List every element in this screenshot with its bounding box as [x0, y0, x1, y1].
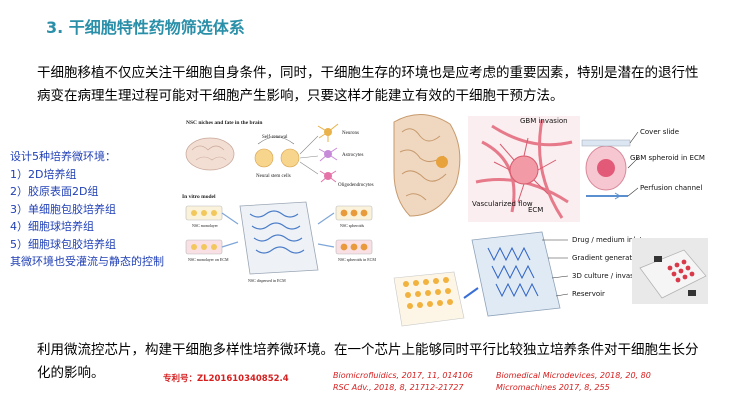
list-heading: 设计5种培养微环境： — [10, 150, 116, 163]
neural-stem-cells-label: Neural stem cells — [256, 174, 291, 179]
reservoir-label: Reservoir — [572, 290, 605, 298]
nsc-spheroids-ecm-label: NSC spheroids in ECM — [338, 257, 376, 262]
vascularized-flow-label: Vascularized flow — [472, 200, 533, 208]
brain-icon — [185, 137, 235, 171]
nsc-spheroids-label: NSC spheroids — [340, 223, 365, 228]
neuron-icon — [317, 123, 339, 142]
gradient-chip-figure: Drug / medium inlets Gradient generator … — [393, 231, 708, 327]
culture-array-label: 3D culture / invasive array — [572, 272, 665, 280]
reference-citation: Biomicrofluidics, 2017, 11, 014106 — [333, 371, 473, 380]
reference-citation: RSC Adv., 2018, 8, 21712-21727 — [333, 383, 464, 392]
gbm-invasion-figure: GBM invasion Vascularized flow ECM Cover… — [393, 114, 705, 222]
fig1-header: NSC niches and fate in the brain — [186, 120, 262, 126]
spheroid-ecm-dish — [335, 239, 373, 255]
oligodendrocyte-icon — [319, 170, 337, 183]
list-note: 其微环境也受灌流与静态的控制 — [10, 255, 164, 268]
monolayer-dish — [185, 205, 223, 221]
drug-inlets-label: Drug / medium inlets — [572, 236, 646, 244]
nsc-monolayer-ecm-label: NSC monolayer on ECM — [188, 257, 229, 262]
summary-paragraph: 利用微流控芯片，构建干细胞多样性培养微环境。在一个芯片上能够同时平行比较独立培养… — [37, 342, 699, 381]
oligodendrocytes-label: Oligodendrocytes — [338, 183, 374, 188]
gbm-spheroid-label: GBM spheroid in ECM — [630, 154, 705, 162]
gbm-invasion-image — [468, 116, 580, 222]
reference-citation: Micromachines 2017, 8, 255 — [496, 383, 610, 392]
neurons-label: Neurons — [342, 131, 359, 136]
in-vitro-label: In vitro model — [182, 194, 216, 200]
gbm-chip-diagram — [581, 131, 639, 200]
nsc-dispersed-label: NSC dispersed in ECM — [248, 278, 286, 283]
intro-paragraph: 干细胞移植不仅应关注干细胞自身条件，同时，干细胞生存的环境也是应考虑的重要因素，… — [37, 65, 699, 104]
list-item: 3）单细胞包胶培养组 — [10, 202, 116, 216]
spheroid-dish — [335, 205, 373, 221]
perfusion-channel-label: Perfusion channel — [640, 184, 702, 192]
astrocyte-icon — [318, 147, 338, 162]
ecm-label: ECM — [528, 206, 543, 214]
gradient-generator-label: Gradient generator — [572, 254, 639, 262]
reference-citation: Biomedical Microdevices, 2018, 20, 80 — [496, 371, 651, 380]
patent-number: 专利号：ZL201610340852.4 — [163, 374, 289, 384]
nsc-niche-figure: NSC niches and fate in the brain Self-re… — [182, 120, 376, 283]
brain-section-image — [393, 114, 461, 217]
gradient-chip-image — [471, 231, 561, 317]
culture-conditions-list: 设计5种培养微环境： 1）2D培养组 2）胶原表面2D组 3）单细胞包胶培养组 … — [10, 148, 164, 271]
chip-photo — [632, 238, 708, 304]
list-item: 2）胶原表面2D组 — [10, 185, 99, 198]
well-plate-image — [393, 271, 465, 327]
stem-cell-icon — [254, 148, 274, 168]
list-item: 5）细胞球包胶培养组 — [10, 237, 116, 251]
nsc-monolayer-label: NSC monolayer — [192, 223, 219, 228]
list-item: 4）细胞球培养组 — [10, 220, 94, 233]
microfluidic-chip — [239, 201, 319, 275]
gbm-invasion-label: GBM invasion — [520, 117, 568, 125]
self-renewal-label: Self-renewal — [262, 135, 288, 140]
list-item: 1）2D培养组 — [10, 167, 77, 181]
stem-cell-icon — [280, 148, 300, 168]
monolayer-ecm-dish — [185, 239, 223, 255]
astrocytes-label: Astrocytes — [342, 153, 363, 158]
cover-slide-label: Cover slide — [640, 128, 679, 136]
page-title: 3. 干细胞特性药物筛选体系 — [46, 18, 245, 37]
